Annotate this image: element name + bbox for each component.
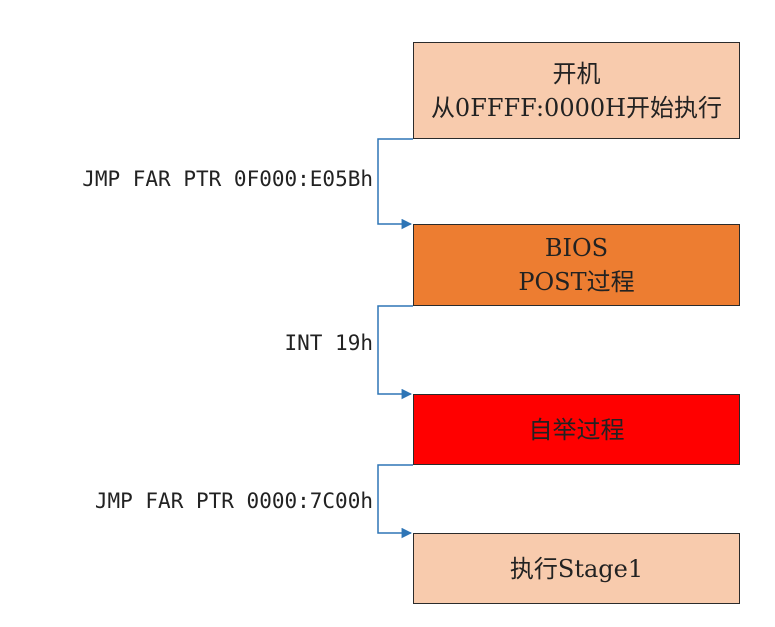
- jump-label-1: JMP FAR PTR 0F000:E05Bh: [82, 167, 373, 191]
- connector-1: [377, 138, 413, 230]
- bios-detail: POST过程: [518, 268, 635, 296]
- stage1-box: 执行Stage1: [413, 533, 740, 604]
- bootstrap-title: 自举过程: [528, 415, 625, 444]
- bios-post-box: BIOS POST过程: [413, 224, 740, 306]
- bootstrap-box: 自举过程: [413, 394, 740, 465]
- power-on-detail: 从0FFFF:0000H开始执行: [430, 93, 723, 122]
- jump-label-2: JMP FAR PTR 0000:7C00h: [94, 489, 373, 513]
- power-on-title: 开机: [552, 59, 601, 88]
- int19-label: INT 19h: [284, 331, 373, 355]
- stage1-title: 执行Stage1: [509, 554, 644, 583]
- connector-3: [377, 464, 413, 539]
- power-on-box: 开机 从0FFFF:0000H开始执行: [413, 42, 740, 139]
- connector-2: [377, 305, 413, 400]
- bios-title: BIOS: [544, 234, 609, 262]
